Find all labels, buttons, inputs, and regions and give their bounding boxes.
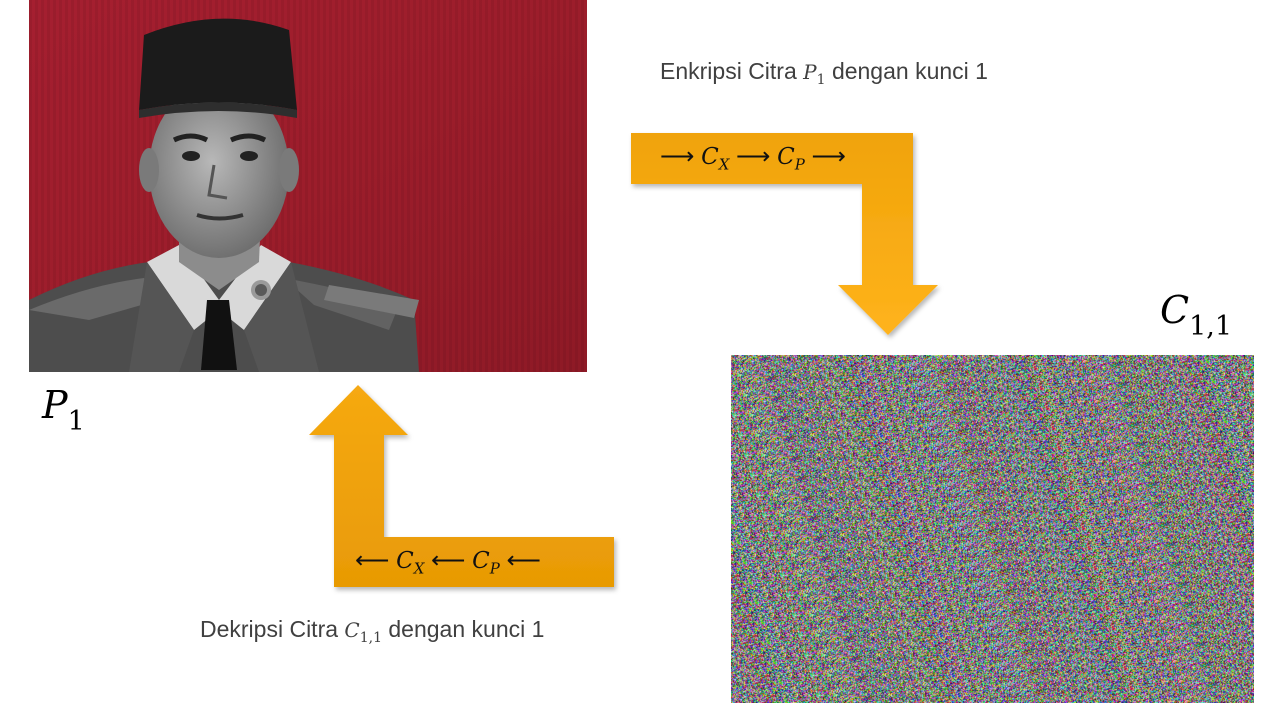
encryption-sequence: ⟶ CX ⟶ CP ⟶ [660, 142, 846, 174]
right-arrow-icon: ⟶ [736, 143, 771, 170]
plain-image-p1 [29, 0, 587, 372]
right-arrow-icon: ⟶ [811, 143, 846, 170]
left-arrow-icon: ⟵ [431, 547, 466, 574]
label-p1: P1 [42, 383, 85, 435]
label-c11-subscript: 1,1 [1189, 311, 1233, 342]
decryption-caption-suffix: dengan kunci 1 [388, 616, 545, 642]
encryption-step-cp: CP [777, 144, 805, 174]
cipher-image-c11 [731, 355, 1254, 703]
noise-pattern [731, 355, 1254, 703]
decryption-step-cx: CX [396, 548, 425, 578]
decryption-arrow [309, 385, 614, 587]
decryption-step-cp: CP [472, 548, 500, 578]
portrait-illustration [29, 0, 587, 372]
encryption-arrow [631, 133, 938, 335]
decryption-caption: Dekripsi Citra C1,1 dengan kunci 1 [200, 616, 544, 646]
encryption-caption-suffix: dengan kunci 1 [831, 58, 988, 84]
right-arrow-icon: ⟶ [660, 143, 695, 170]
left-arrow-icon: ⟵ [506, 547, 541, 574]
label-c11-symbol: C [1160, 288, 1190, 332]
encryption-caption: Enkripsi Citra P1 dengan kunci 1 [660, 58, 988, 88]
decryption-caption-prefix: Dekripsi Citra [200, 616, 339, 642]
encryption-caption-math: P1 [803, 60, 826, 88]
label-p1-subscript: 1 [67, 406, 85, 437]
decryption-sequence: ⟵ CX ⟵ CP ⟵ [355, 546, 541, 578]
left-arrow-icon: ⟵ [355, 547, 390, 574]
label-p1-symbol: P [42, 383, 68, 427]
decryption-caption-math: C1,1 [344, 618, 382, 646]
label-c11: C1,1 [1160, 288, 1232, 340]
encryption-caption-prefix: Enkripsi Citra [660, 58, 797, 84]
encryption-step-cx: CX [701, 144, 730, 174]
